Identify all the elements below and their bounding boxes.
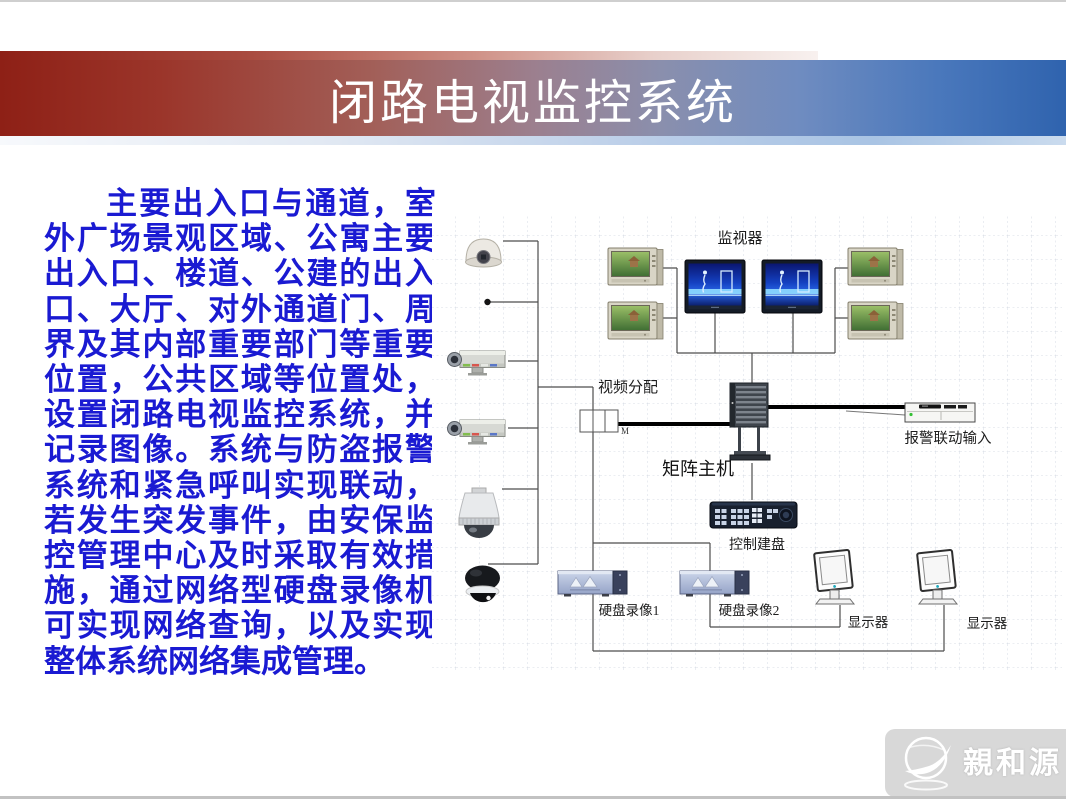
crt-monitor-1	[607, 247, 664, 286]
control-keyboard-device	[709, 501, 798, 529]
label-dvr-2: 硬盘录像2	[719, 602, 780, 618]
video-distributor	[579, 409, 619, 433]
label-display-1: 显示器	[848, 615, 889, 630]
crt-monitor-4	[847, 301, 904, 340]
mini-camera-dot-icon	[484, 298, 491, 306]
page-title: 闭路电视监控系统	[328, 77, 737, 130]
crt-monitor-2	[607, 301, 664, 340]
logo-box: 親和源	[885, 729, 1066, 797]
wall-monitor-2	[761, 259, 823, 314]
connection-lines	[488, 240, 945, 652]
cctv-system-diagram: 监视器 视频分配 矩阵主机 报警联动输入 控制建盘 硬盘录像1 硬盘录像2 显示…	[432, 212, 1062, 672]
wall-monitor-1	[684, 259, 746, 314]
matrix-host-device	[729, 382, 771, 461]
dvr-2-device	[679, 570, 750, 597]
top-border-line	[0, 0, 1066, 2]
label-control-keyboard: 控制建盘	[729, 536, 785, 553]
alarm-input-device	[904, 402, 976, 423]
label-video-distribution: 视频分配	[598, 379, 658, 396]
dome-camera-icon	[465, 238, 502, 268]
label-dvr-1: 硬盘录像1	[599, 602, 660, 618]
title-bar: 闭路电视监控系统	[0, 60, 1066, 136]
label-distributor-port: M	[621, 426, 629, 436]
grid-background	[432, 216, 1062, 672]
black-dome-camera-icon	[465, 565, 500, 603]
brand-text: 親和源	[963, 747, 1062, 780]
body-paragraph: 主要出入口与通道，室外广场景观区域、公寓主要出入口、楼道、公建的出入口、大厅、对…	[44, 186, 436, 679]
alarm-thin-cable	[845, 410, 906, 416]
title-accent-stripe	[0, 51, 818, 60]
label-monitors: 监视器	[717, 230, 762, 247]
globe-swoosh-icon	[904, 736, 951, 791]
label-matrix-host: 矩阵主机	[662, 459, 734, 479]
title-underline-stripe	[0, 136, 1066, 145]
label-display-2: 显示器	[967, 616, 1008, 631]
label-alarm-linkage-input: 报警联动输入	[905, 430, 992, 447]
ptz-dome-camera-icon	[458, 487, 500, 538]
crt-monitor-3	[847, 247, 904, 286]
bottom-border-line	[0, 796, 1066, 799]
dvr-1-device	[557, 570, 628, 597]
